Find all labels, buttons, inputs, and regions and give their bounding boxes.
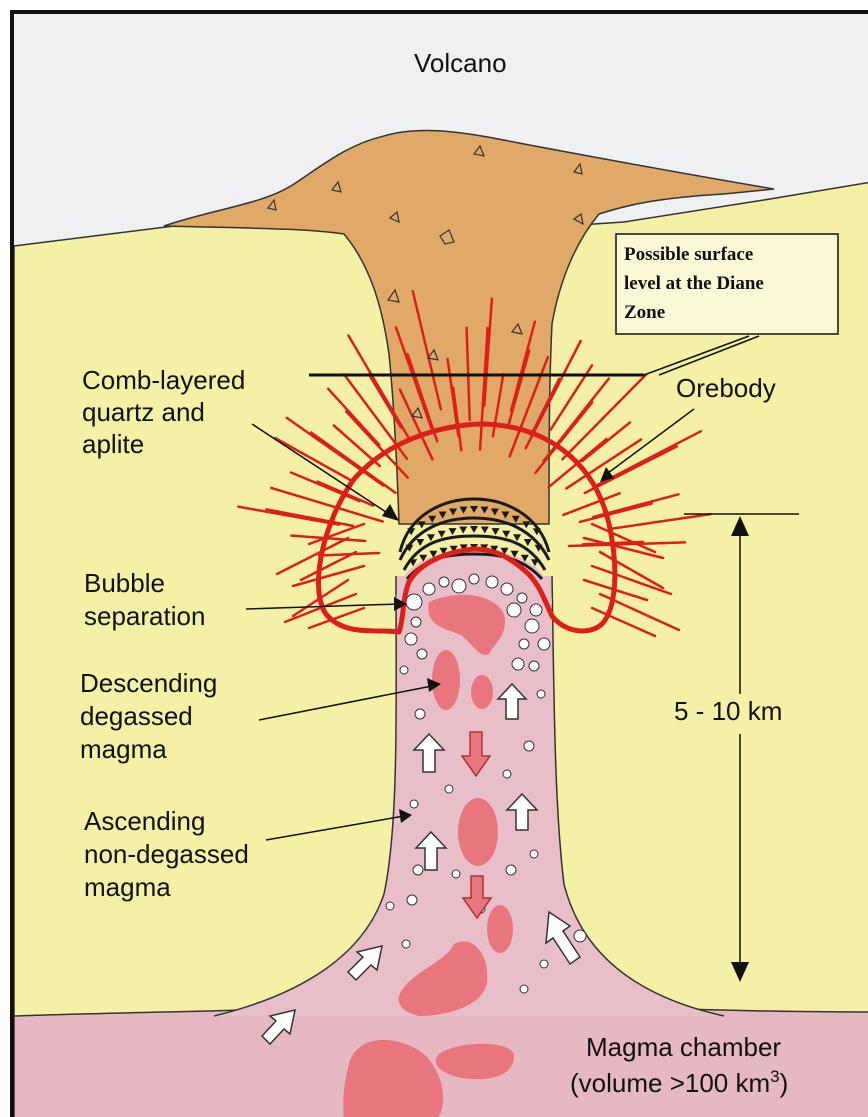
bubble bbox=[503, 770, 511, 778]
chamber-volume-exponent: 3 bbox=[770, 1067, 779, 1086]
surface-level-label-line1: Possible surface bbox=[624, 244, 753, 265]
bubble bbox=[501, 583, 513, 595]
bubble bbox=[439, 577, 449, 587]
depth-scale-label: 5 - 10 km bbox=[674, 696, 782, 726]
descending-label-line2: degassed bbox=[80, 701, 193, 731]
chamber-label-line1: Magma chamber bbox=[586, 1032, 781, 1062]
bubble-label-line2: separation bbox=[84, 601, 205, 631]
comb-label-line2: quartz and bbox=[82, 397, 205, 427]
bubble bbox=[452, 870, 460, 878]
bubble bbox=[415, 709, 425, 719]
degassed-blob bbox=[487, 905, 513, 953]
bubble bbox=[402, 940, 410, 948]
descending-label-line3: magma bbox=[80, 734, 167, 764]
bubble bbox=[506, 865, 516, 875]
bubble bbox=[406, 594, 422, 610]
surface-level-label-line3: Zone bbox=[624, 302, 665, 323]
bubble bbox=[452, 579, 466, 593]
ascending-label-line3: magma bbox=[84, 872, 171, 902]
bubble bbox=[517, 593, 527, 603]
orebody-label: Orebody bbox=[676, 373, 776, 403]
surface-level-label-line2: level at the Diane bbox=[624, 273, 764, 294]
bubble bbox=[486, 576, 498, 588]
bubble bbox=[445, 785, 453, 793]
bubble bbox=[530, 604, 542, 616]
volcano-title: Volcano bbox=[414, 48, 507, 78]
bubble bbox=[519, 639, 529, 649]
bubble bbox=[538, 638, 550, 650]
comb-label-line3: aplite bbox=[82, 429, 144, 459]
bubble bbox=[537, 690, 545, 698]
bubble bbox=[524, 741, 534, 751]
bubble bbox=[507, 603, 521, 617]
volcano-diagram: Possible surface level at the Diane Zone… bbox=[14, 14, 868, 1117]
degassed-blob bbox=[432, 650, 460, 710]
bubble bbox=[407, 895, 417, 905]
bubble bbox=[400, 666, 408, 674]
ascending-label-line1: Ascending bbox=[84, 806, 205, 836]
bubble bbox=[525, 619, 539, 633]
bubble bbox=[520, 985, 528, 993]
bubble bbox=[574, 930, 586, 942]
bubble bbox=[530, 850, 538, 858]
chamber-volume-prefix: (volume >100 km bbox=[570, 1068, 770, 1098]
degassed-blob bbox=[471, 675, 493, 709]
degassed-blob bbox=[458, 798, 498, 866]
descending-label-line1: Descending bbox=[80, 668, 217, 698]
chamber-label-line2: (volume >100 km3) bbox=[570, 1067, 788, 1098]
bubble bbox=[411, 617, 421, 627]
bubble bbox=[540, 960, 548, 968]
bubble bbox=[529, 661, 539, 671]
bubble bbox=[386, 902, 394, 910]
bubble bbox=[417, 649, 427, 659]
chamber-volume-suffix: ) bbox=[780, 1068, 789, 1098]
ascending-label-line2: non-degassed bbox=[84, 839, 249, 869]
bubble bbox=[423, 583, 435, 595]
comb-label-line1: Comb-layered bbox=[82, 365, 245, 395]
bubble bbox=[469, 574, 479, 584]
diagram-frame: Possible surface level at the Diane Zone… bbox=[10, 10, 868, 1117]
bubble bbox=[512, 658, 524, 670]
bubble bbox=[405, 633, 417, 645]
bubble bbox=[410, 800, 418, 808]
bubble-label-line1: Bubble bbox=[84, 568, 165, 598]
bubble bbox=[413, 865, 423, 875]
